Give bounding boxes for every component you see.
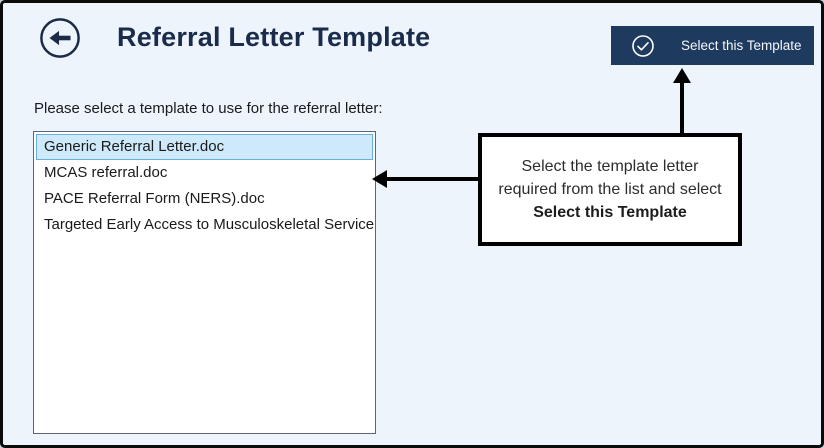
- template-list[interactable]: Generic Referral Letter.doc MCAS referra…: [33, 131, 376, 434]
- annotation-arrow-to-list-head: [372, 170, 387, 188]
- annotation-callout: Select the template letter required from…: [478, 133, 742, 246]
- back-button[interactable]: [39, 17, 81, 59]
- annotation-arrow-to-list-line: [386, 177, 478, 181]
- list-item-targeted-early-access[interactable]: Targeted Early Access to Musculoskeletal…: [44, 216, 376, 233]
- list-item-pace-referral-form[interactable]: PACE Referral Form (NERS).doc: [44, 190, 265, 207]
- annotation-text-normal: Select the template letter required from…: [498, 158, 722, 198]
- annotation-arrow-to-button-line: [680, 83, 684, 133]
- annotation-text-bold: Select this Template: [533, 204, 687, 221]
- select-button-label: Select this Template: [681, 38, 802, 53]
- instruction-label: Please select a template to use for the …: [34, 100, 383, 117]
- check-circle-icon: [632, 34, 654, 57]
- annotation-arrow-to-button-head: [673, 68, 691, 83]
- select-this-template-button[interactable]: Select this Template: [611, 26, 814, 65]
- annotation-callout-text: Select the template letter required from…: [491, 155, 729, 224]
- arrow-left-circle-icon: [40, 18, 80, 58]
- list-item-generic-referral-letter[interactable]: Generic Referral Letter.doc: [36, 134, 373, 160]
- page-title: Referral Letter Template: [117, 22, 431, 52]
- list-item-mcas-referral[interactable]: MCAS referral.doc: [44, 164, 168, 181]
